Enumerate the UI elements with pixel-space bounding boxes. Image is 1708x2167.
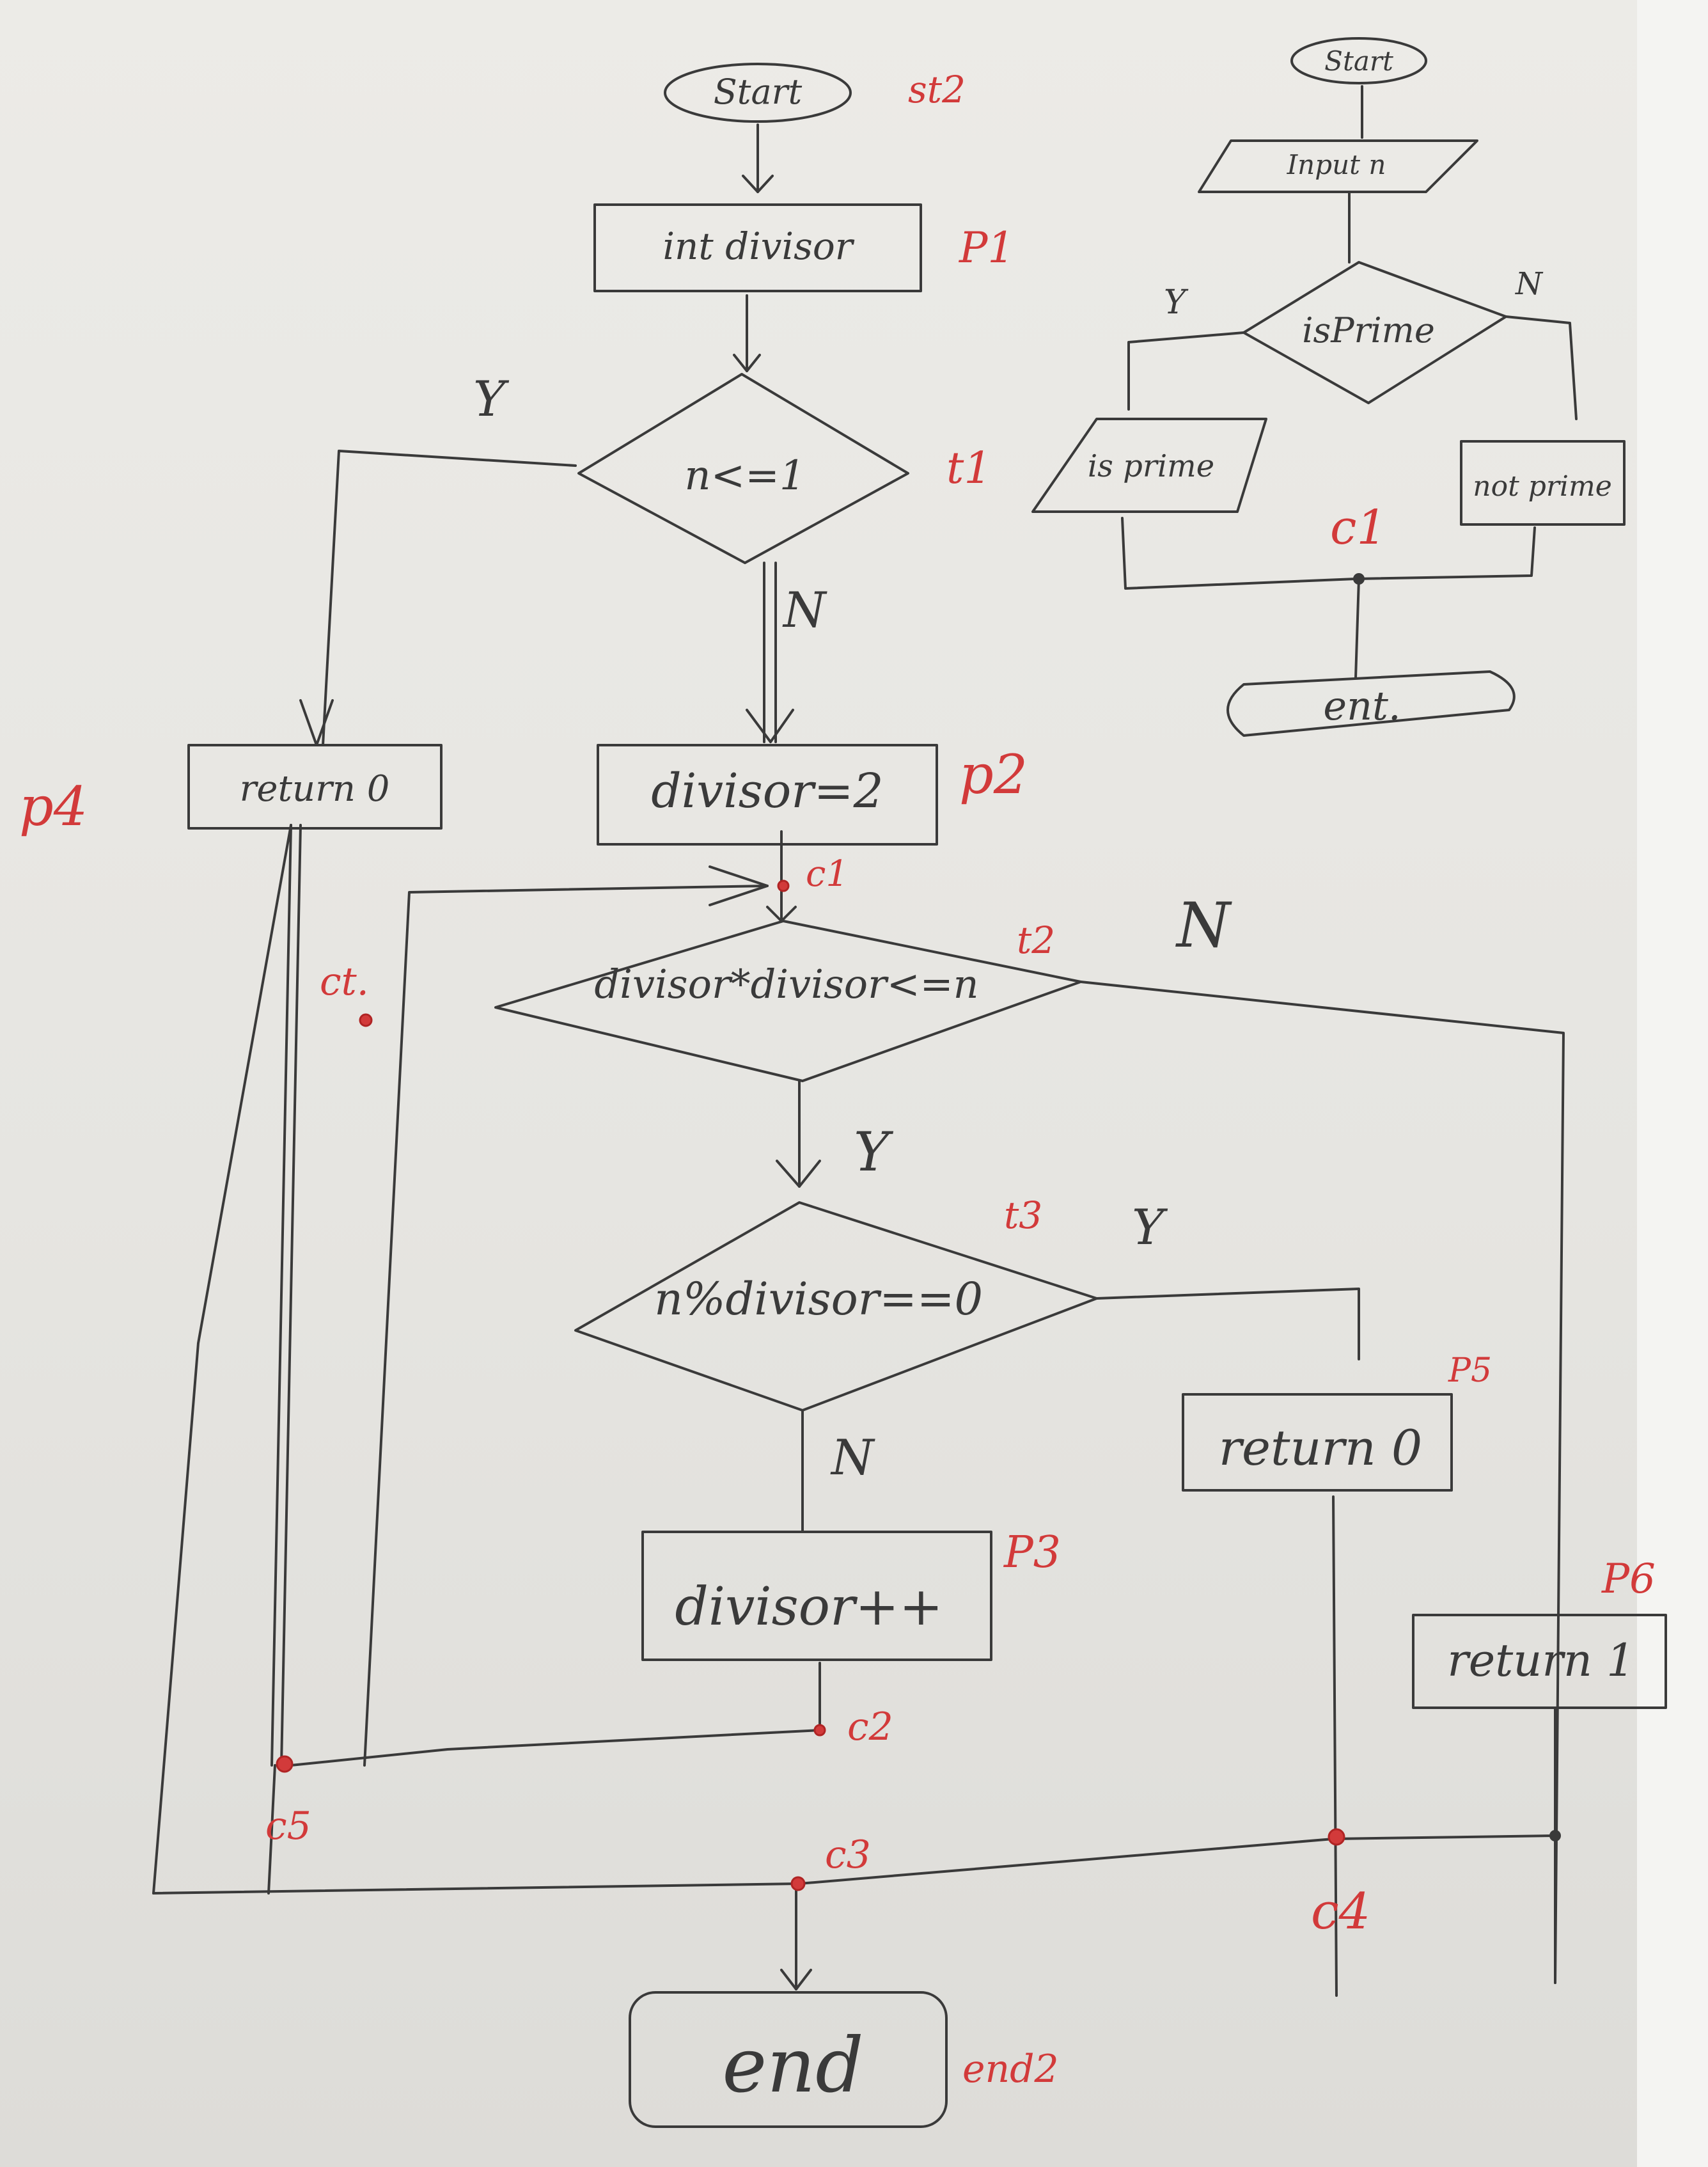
- p5-label: return 0: [1219, 1419, 1423, 1476]
- c1-label: c1: [806, 853, 849, 895]
- paper-edge: [1637, 0, 1708, 2167]
- p4-tag: p4: [19, 775, 88, 838]
- c2-label: c2: [847, 1705, 893, 1749]
- side-input-label: Input n: [1287, 149, 1386, 180]
- p2-process: [597, 744, 938, 846]
- ct-label: ct.: [320, 959, 369, 1004]
- c2-dot: [813, 1724, 826, 1737]
- start-tag: st2: [908, 68, 966, 111]
- p1-process: [593, 203, 922, 292]
- t3-no-label: N: [830, 1429, 875, 1486]
- t1-no-label: N: [782, 581, 827, 638]
- side-end-label: ent.: [1323, 682, 1400, 729]
- p6-label: return 1: [1447, 1634, 1634, 1687]
- side-flow-text: Start Input n isPrime Y N is prime not p…: [1088, 45, 1612, 729]
- p3-process: [641, 1531, 992, 1661]
- t2-decision: [494, 920, 1082, 1082]
- t2-no-label: N: [1175, 890, 1232, 961]
- t1-yes-label: Y: [473, 370, 510, 427]
- t1-label: n<=1: [684, 452, 805, 500]
- start-label: Start: [714, 72, 803, 112]
- end-tag: end2: [962, 2047, 1059, 2092]
- p1-tag: P1: [959, 223, 1014, 272]
- t3-yes-label: Y: [1132, 1199, 1168, 1256]
- c5-dot: [276, 1755, 294, 1773]
- side-join-dot: [1353, 573, 1365, 585]
- t3-tag: t3: [1004, 1194, 1042, 1237]
- side-no-label: N: [1515, 266, 1544, 302]
- p6-tag: P6: [1601, 1556, 1656, 1603]
- side-flow: [1031, 37, 1626, 737]
- connector-dots: [276, 573, 1561, 1891]
- p2-tag: p2: [959, 743, 1028, 806]
- c1-dot: [777, 879, 790, 892]
- p5-tag: P5: [1448, 1351, 1492, 1390]
- side-input: [1198, 139, 1478, 193]
- c5-label: c5: [265, 1804, 311, 1848]
- t3-decision: [574, 1201, 1098, 1412]
- side-decision-label: isPrime: [1302, 310, 1435, 351]
- side-decision: [1242, 261, 1507, 404]
- main-flow-text: Start st2 int divisor P1 n<=1 t1 Y N ret…: [19, 68, 1656, 2109]
- p3-label: divisor++: [675, 1577, 943, 1637]
- p5-process: [1182, 1393, 1453, 1492]
- side-start-label: Start: [1324, 45, 1393, 77]
- c4-dot: [1328, 1828, 1345, 1846]
- end-label: end: [722, 2021, 863, 2109]
- c4-label: c4: [1311, 1883, 1370, 1941]
- p6-process: [1412, 1614, 1667, 1709]
- p6-join-dot: [1549, 1830, 1561, 1841]
- ct-dot: [359, 1013, 373, 1027]
- t3-label: n%divisor==0: [654, 1273, 983, 1325]
- p2-label: divisor=2: [651, 764, 884, 819]
- side-connector-label: c1: [1330, 500, 1387, 555]
- t2-yes-label: Y: [854, 1121, 894, 1183]
- p3-tag: P3: [1003, 1527, 1061, 1578]
- start-terminal: [664, 63, 852, 123]
- side-not-prime-label: not prime: [1473, 470, 1612, 503]
- c3-dot: [790, 1876, 806, 1891]
- p4-label: return 0: [240, 768, 390, 810]
- side-start-terminal: [1290, 37, 1427, 84]
- t2-label: divisor*divisor<=n: [594, 961, 978, 1007]
- main-flow-lines: [152, 123, 1565, 1997]
- p1-label: int divisor: [662, 225, 854, 268]
- side-end-terminal: [1226, 670, 1516, 737]
- t2-tag: t2: [1017, 918, 1055, 962]
- end-terminal: [629, 1991, 948, 2128]
- p4-process: [187, 744, 443, 830]
- main-flow-shapes: [187, 63, 1667, 2128]
- t1-tag: t1: [946, 443, 992, 494]
- t1-decision: [577, 373, 909, 564]
- side-not-prime-box: [1460, 440, 1626, 526]
- side-yes-label: Y: [1164, 283, 1189, 322]
- side-is-prime-box: [1031, 418, 1267, 513]
- c3-label: c3: [825, 1832, 871, 1877]
- side-is-prime-label: is prime: [1088, 448, 1214, 484]
